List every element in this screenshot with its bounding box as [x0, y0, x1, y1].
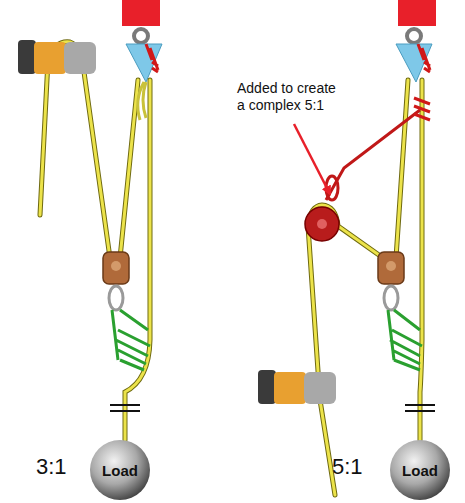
- hand-glove: [274, 372, 306, 404]
- break-mark: [405, 405, 435, 411]
- hand-fingers: [304, 372, 336, 404]
- load-text: Load: [389, 439, 451, 501]
- anchor-ring: [407, 29, 421, 43]
- rope-knot: [138, 82, 146, 120]
- anchor-ring: [134, 29, 148, 43]
- red-prusik: [414, 98, 430, 120]
- break-mark: [110, 405, 140, 411]
- hand-cuff: [18, 40, 36, 74]
- pulley-axle: [317, 219, 327, 229]
- load-node: Load: [389, 439, 451, 501]
- green-prusik: [112, 310, 150, 370]
- rope: [40, 42, 150, 440]
- hand-glove: [34, 42, 66, 74]
- load-node: Load: [89, 439, 151, 501]
- anchor: [122, 0, 160, 26]
- pulley-axle: [386, 261, 396, 271]
- ratio-label: 3:1: [36, 454, 86, 480]
- red-sling: [326, 110, 420, 200]
- red-prusik: [146, 44, 158, 72]
- pulley: [378, 252, 404, 284]
- rigging-plate: [396, 44, 432, 82]
- green-prusik: [388, 310, 422, 370]
- ratio-label: 5:1: [332, 454, 382, 480]
- hand-cuff: [258, 370, 276, 404]
- load-text: Load: [102, 462, 138, 479]
- callout-arrow: [294, 124, 330, 194]
- load-text: Load: [402, 462, 438, 479]
- load-text: Load: [89, 439, 151, 501]
- rope: [308, 80, 422, 495]
- hand-fingers: [64, 42, 96, 74]
- carabiner: [109, 286, 123, 310]
- callout-text: Added to create a complex 5:1: [237, 80, 341, 114]
- rigging-plate: [126, 44, 162, 82]
- red-pulley: [305, 207, 339, 241]
- carabiner: [384, 286, 398, 310]
- anchor: [398, 0, 436, 26]
- red-prusik: [418, 44, 430, 72]
- pulley-axle: [111, 261, 121, 271]
- pulley: [103, 252, 129, 284]
